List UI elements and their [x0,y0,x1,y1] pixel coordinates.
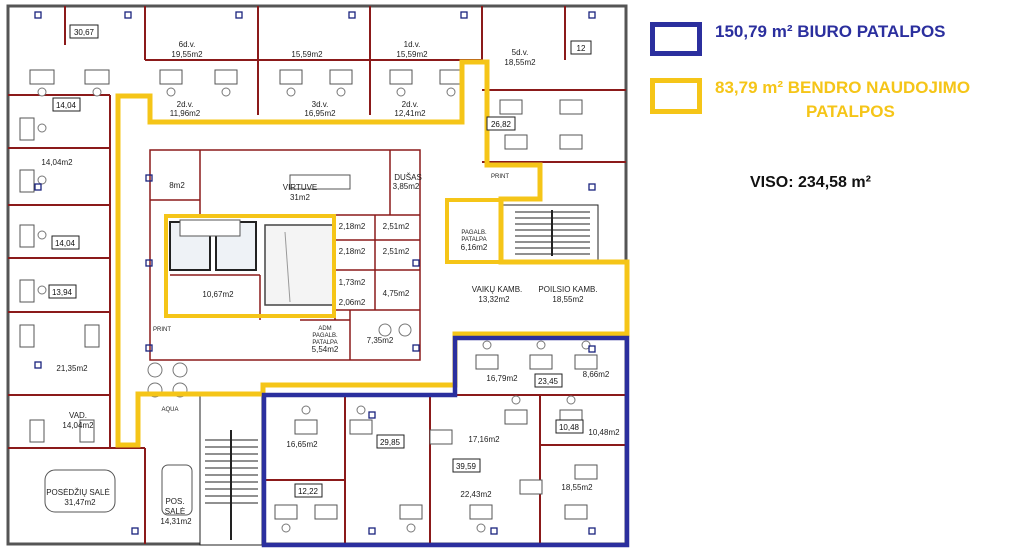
room-label: 2,18m2 [339,247,366,256]
area-tag: 13,94 [52,288,73,297]
common-area-name-line2: PATALPOS [806,102,895,121]
room-label: ADM [318,326,331,332]
room-label: 5d.v. [512,48,529,57]
room-label: 16,65m2 [286,440,318,449]
staircase-right [501,204,599,261]
room-label: POILSIO KAMB. [538,285,597,294]
room-label: POSĖDŽIŲ SALĖ [46,488,110,497]
room-label: DUŠAS [394,173,422,182]
room-label: 6d.v. [179,40,196,49]
room-label: 31,47m2 [64,498,96,507]
common-legend-text: 83,79 m² BENDRO NAUDOJIMO [715,78,970,98]
common-area-value: 83,79 m² [715,78,784,97]
room-label: VIRTUVE [283,183,318,192]
room-label: 12,41m2 [394,109,426,118]
room-label: PRINT [153,327,171,333]
area-tag: 12 [577,44,586,53]
total-area: VISO: 234,58 m² [750,174,871,191]
room-label: 2,51m2 [383,247,410,256]
room-label: 2,06m2 [339,298,366,307]
area-tag: 30,67 [74,28,95,37]
room-label: 8m2 [169,181,185,190]
common-legend-text-line2: PATALPOS [806,102,895,122]
office-legend-swatch [650,22,702,56]
room-label: VAIKŲ KAMB. [472,285,523,294]
room-label: 15,59m2 [396,50,428,59]
room-label: 10,48m2 [588,428,620,437]
room-label: 1,73m2 [339,278,366,287]
room-label: PRINT [491,174,509,180]
room-label: AQUA [161,407,178,413]
area-tag: 14,04 [56,101,77,110]
room-label: VAD. [69,411,87,420]
room-label: 17,16m2 [468,435,500,444]
room-label: 2,51m2 [383,222,410,231]
area-tag: 12,22 [298,487,319,496]
core-walls [149,149,421,361]
office-legend-text: 150,79 m² BIURO PATALPOS [715,22,946,42]
room-label: POS. [165,497,184,506]
room-label: 14,04m2 [62,421,94,430]
room-label: 2d.v. [402,100,419,109]
room-label: 14,31m2 [160,517,192,526]
room-label: 3d.v. [312,100,329,109]
elevators [169,221,336,306]
office-area-value: 150,79 m² [715,22,793,41]
area-tag: 10,48 [559,423,580,432]
room-label: 7,35m2 [367,336,394,345]
room-label: 21,35m2 [56,364,88,373]
area-tag: 14,04 [55,239,76,248]
columns [34,11,596,535]
room-label: 6,16m2 [461,243,488,252]
room-labels: 6d.v. 19,55m2 15,59m2 1d.v. 15,59m2 5d.v… [41,40,620,526]
room-label: 19,55m2 [171,50,203,59]
room-label: SALĖ [165,507,185,516]
room-label: 11,96m2 [170,109,201,118]
room-label: 15,59m2 [291,50,323,59]
common-area-inner-outline [164,198,503,318]
room-label: 8,66m2 [583,370,610,379]
room-label: 1d.v. [404,40,421,49]
area-tag: 23,45 [538,377,559,386]
room-label: 18,55m2 [552,295,584,304]
room-label: 16,79m2 [486,374,518,383]
room-label: PAGALB. [461,230,487,236]
room-label: 10,67m2 [202,290,234,299]
room-label: PATALPA [461,237,486,243]
area-tag: 39,59 [456,462,477,471]
common-area-name: BENDRO NAUDOJIMO [787,78,971,97]
area-tag: 29,85 [380,438,401,447]
chairs [37,87,591,533]
room-label: 5,54m2 [312,345,339,354]
room-label: 2d.v. [177,100,194,109]
room-label: PATALPA [312,340,337,346]
area-tag: 26,82 [491,120,512,129]
room-label: 13,32m2 [478,295,510,304]
room-label: 18,55m2 [504,58,536,67]
room-label: PAGALB. [312,333,338,339]
common-legend-swatch [650,78,702,114]
room-label: 18,55m2 [561,483,593,492]
office-area-outline [261,335,630,548]
room-label: 14,04m2 [41,158,73,167]
room-label: 2,18m2 [339,222,366,231]
desks [19,69,598,520]
room-label: 16,95m2 [304,109,336,118]
room-label: 31m2 [290,193,311,202]
staircase-bottom [199,394,263,546]
room-label: 3,85m2 [393,182,420,191]
room-label: 22,43m2 [460,490,492,499]
room-label: 4,75m2 [383,289,410,298]
area-tags: 30,67 12 14,04 26,82 14,04 13,94 23,45 2… [48,24,592,498]
office-area-name: BIURO PATALPOS [797,22,946,41]
